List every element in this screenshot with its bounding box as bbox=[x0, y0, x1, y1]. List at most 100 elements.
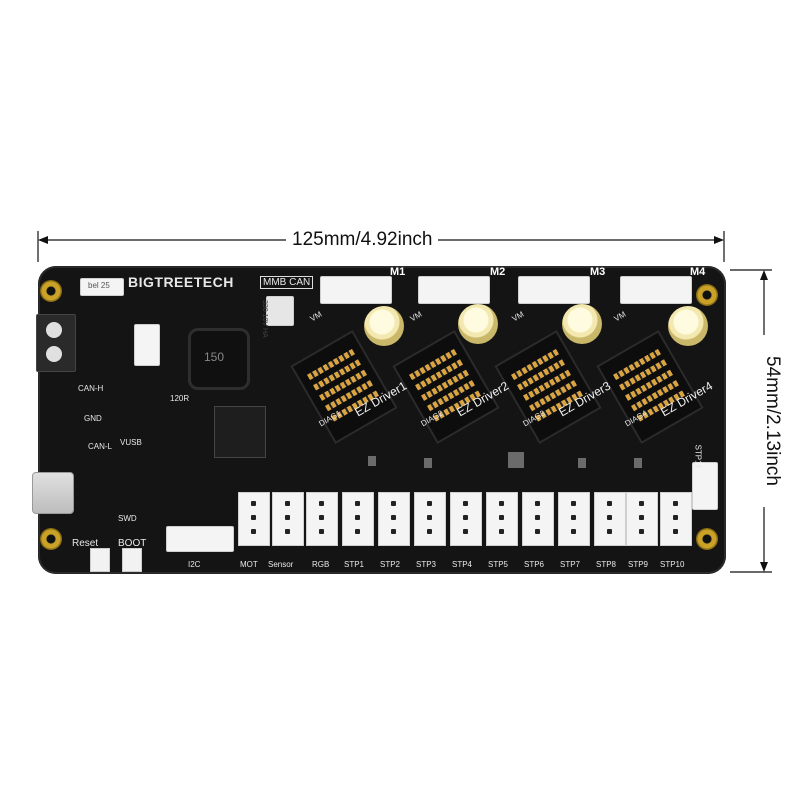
pin bbox=[463, 515, 468, 520]
pin bbox=[285, 529, 290, 534]
pin bbox=[427, 501, 432, 506]
pin bbox=[607, 501, 612, 506]
usb-c-port[interactable] bbox=[32, 472, 74, 514]
pin bbox=[251, 515, 256, 520]
pin bbox=[355, 501, 360, 506]
vm-label: VM bbox=[612, 309, 628, 324]
pin bbox=[355, 515, 360, 520]
label-stp9: STP9 bbox=[628, 560, 649, 569]
driver-slot-3 bbox=[494, 330, 602, 444]
pin bbox=[391, 515, 396, 520]
pin bbox=[571, 501, 576, 506]
mcu-chip bbox=[214, 406, 266, 458]
motor-connector-m1 bbox=[320, 276, 392, 304]
pin bbox=[319, 529, 324, 534]
boot-button[interactable] bbox=[122, 548, 142, 572]
pin bbox=[319, 515, 324, 520]
label-stp7: STP7 bbox=[560, 560, 581, 569]
capacitor bbox=[562, 304, 602, 344]
pin bbox=[607, 529, 612, 534]
label-stp6: STP6 bbox=[524, 560, 545, 569]
height-label: 54mm/2.13inch bbox=[761, 335, 783, 507]
swd-label: SWD bbox=[118, 514, 137, 523]
pin bbox=[535, 515, 540, 520]
capacitor bbox=[458, 304, 498, 344]
motor-connector-m3 bbox=[518, 276, 590, 304]
smd-component bbox=[634, 458, 642, 468]
label-stp5: STP5 bbox=[488, 560, 509, 569]
label-stp3: STP3 bbox=[416, 560, 437, 569]
vm-label: VM bbox=[308, 309, 324, 324]
inductor-label: 150 bbox=[204, 350, 225, 364]
capacitor bbox=[364, 306, 404, 346]
pin bbox=[463, 529, 468, 534]
pin bbox=[319, 501, 324, 506]
connector-stp3 bbox=[414, 492, 446, 546]
connector-mot bbox=[238, 492, 270, 546]
pin bbox=[639, 515, 644, 520]
connector-sensor bbox=[272, 492, 304, 546]
model-label: MMB CAN bbox=[260, 276, 314, 289]
smd-component bbox=[578, 458, 586, 468]
smd-component bbox=[368, 456, 376, 466]
pin bbox=[607, 515, 612, 520]
pin bbox=[391, 529, 396, 534]
mounting-hole-icon bbox=[40, 528, 62, 550]
reset-button[interactable] bbox=[90, 548, 110, 572]
label-rgb: RGB bbox=[312, 560, 330, 569]
motor-label-m2: M2 bbox=[490, 266, 506, 278]
pin bbox=[535, 529, 540, 534]
connector-stp10 bbox=[660, 492, 692, 546]
connector-rgb bbox=[306, 492, 338, 546]
pin bbox=[251, 501, 256, 506]
connector-stp1 bbox=[342, 492, 374, 546]
connector-stp7 bbox=[558, 492, 590, 546]
pin bbox=[499, 501, 504, 506]
pin bbox=[499, 515, 504, 520]
connector-stp2 bbox=[378, 492, 410, 546]
pin bbox=[639, 529, 644, 534]
mounting-hole-icon bbox=[696, 528, 718, 550]
label-mot: MOT bbox=[240, 560, 258, 569]
connector-stp4 bbox=[450, 492, 482, 546]
reset-label: Reset bbox=[72, 538, 99, 549]
label-i2c: I2C bbox=[188, 560, 201, 569]
screw-icon bbox=[46, 346, 62, 362]
i2c-connector bbox=[166, 526, 234, 552]
pin bbox=[427, 529, 432, 534]
motor-label-m1: M1 bbox=[390, 266, 406, 278]
pin bbox=[251, 529, 256, 534]
smd-capacitor bbox=[134, 324, 160, 366]
pin bbox=[427, 515, 432, 520]
can-h-label: CAN-H bbox=[78, 384, 104, 393]
smd-component bbox=[508, 452, 524, 468]
label-stp8: STP8 bbox=[596, 560, 617, 569]
label-stp4: STP4 bbox=[452, 560, 473, 569]
pin bbox=[285, 515, 290, 520]
stp11-connector bbox=[692, 462, 718, 510]
vusb-label: VUSB bbox=[120, 438, 142, 447]
inductor bbox=[188, 328, 250, 390]
pin bbox=[571, 529, 576, 534]
motor-label-m4: M4 bbox=[690, 266, 706, 278]
driver-slot-1 bbox=[290, 330, 398, 444]
can-l-label: CAN-L bbox=[88, 442, 113, 451]
pin bbox=[639, 501, 644, 506]
mounting-hole-icon bbox=[696, 284, 718, 306]
pin bbox=[535, 501, 540, 506]
boot-label: BOOT bbox=[118, 538, 147, 549]
fuse bbox=[80, 278, 124, 296]
connector-stp8 bbox=[594, 492, 626, 546]
cap-label: 330 10V HA bbox=[261, 300, 268, 338]
pin bbox=[673, 515, 678, 520]
gnd-label: GND bbox=[84, 414, 102, 423]
driver-slot-4 bbox=[596, 330, 704, 444]
brand-label: BIGTREETECH bbox=[128, 274, 234, 290]
pin bbox=[285, 501, 290, 506]
pin bbox=[571, 515, 576, 520]
motor-connector-m2 bbox=[418, 276, 490, 304]
vm-label: VM bbox=[408, 309, 424, 324]
width-label: 125mm/4.92inch bbox=[286, 229, 439, 251]
label-sensor: Sensor bbox=[268, 560, 294, 569]
pin bbox=[673, 529, 678, 534]
